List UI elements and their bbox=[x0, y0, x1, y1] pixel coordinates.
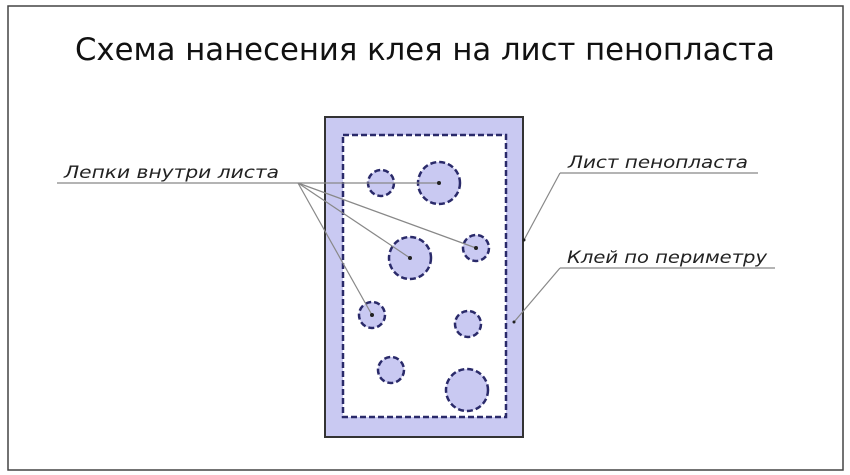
glue-dab bbox=[376, 355, 406, 385]
leader-dot bbox=[474, 246, 478, 250]
leader-dot bbox=[437, 181, 441, 185]
leader-line bbox=[297, 182, 477, 249]
dabs-label: Лепки внутри листа bbox=[63, 163, 279, 183]
leader-line bbox=[297, 182, 373, 316]
perimeter-label: Клей по периметру bbox=[567, 248, 768, 268]
leader-lines bbox=[57, 172, 775, 323]
glue-dab bbox=[444, 367, 490, 413]
leader-dot bbox=[512, 320, 516, 324]
diagram-title: Схема нанесения клея на лист пенопласта bbox=[75, 32, 775, 68]
leader-dot bbox=[522, 238, 526, 242]
leader-dot bbox=[370, 313, 374, 317]
glue-dab bbox=[453, 309, 483, 339]
leader-line bbox=[523, 172, 561, 241]
leader-dot bbox=[408, 256, 412, 260]
leader-line bbox=[297, 182, 411, 259]
leader-line bbox=[513, 267, 561, 323]
sheet-label: Лист пенопласта bbox=[567, 153, 748, 173]
